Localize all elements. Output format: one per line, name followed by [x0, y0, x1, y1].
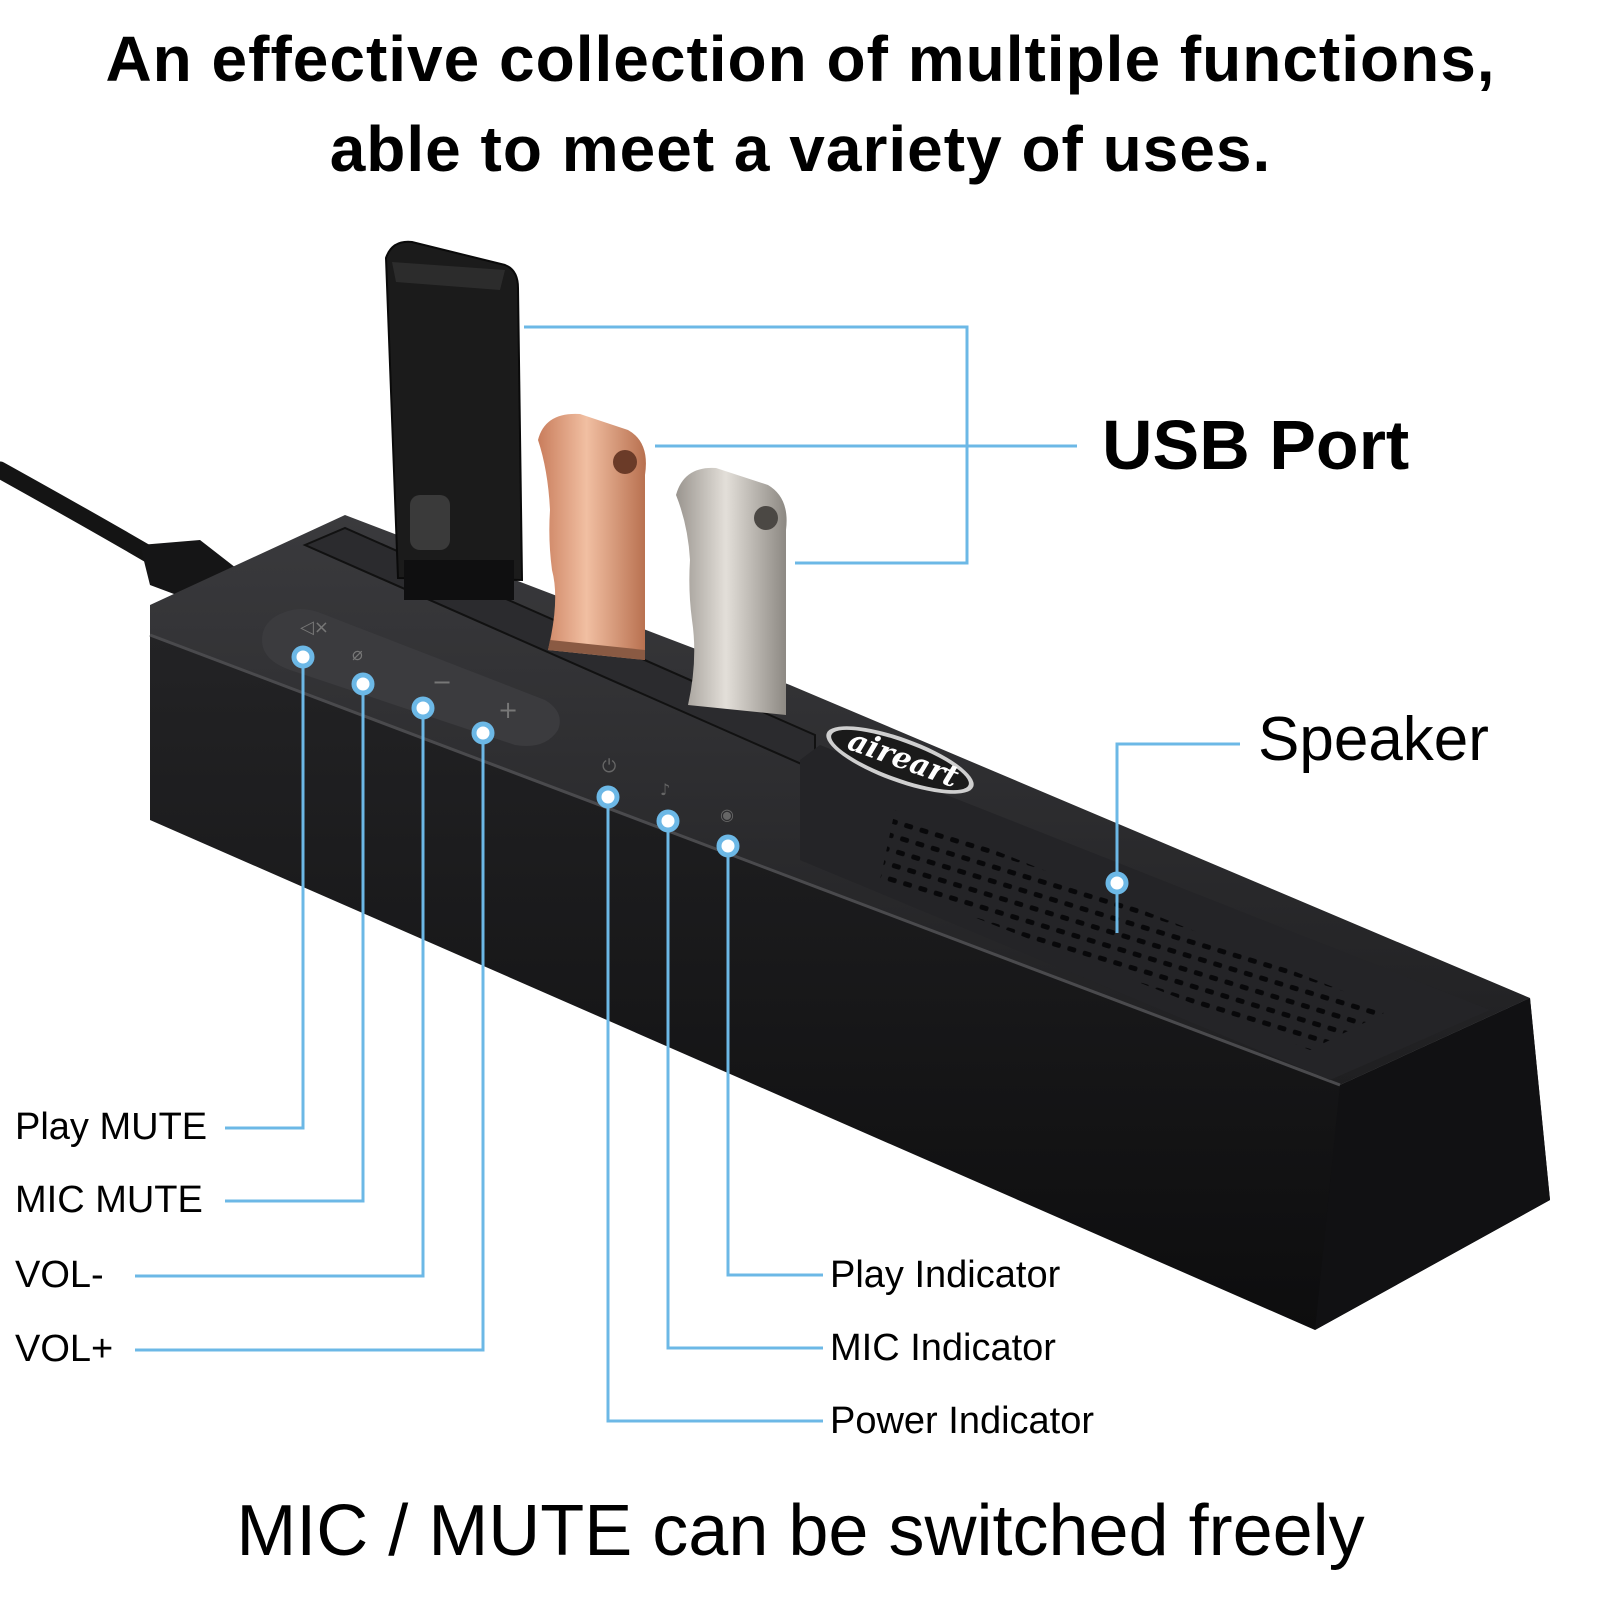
- vol-minus-dot: [411, 696, 435, 720]
- device-end-cap: [1315, 998, 1550, 1330]
- footer-caption: MIC / MUTE can be switched freely: [236, 1491, 1365, 1571]
- mic-indicator-leader: [666, 821, 823, 1350]
- mic-indicator-dot: [656, 809, 680, 833]
- vol-minus-leader: [135, 708, 425, 1278]
- play-icon: ◉: [720, 805, 734, 824]
- plus-icon: +: [498, 696, 518, 724]
- vol-plus-leader: [135, 733, 485, 1352]
- headline-line-1: An effective collection of multiple func…: [105, 23, 1496, 95]
- play-mute-label: Play MUTE: [15, 1106, 208, 1148]
- device-front: [150, 635, 1550, 1330]
- play-indicator-label: Play Indicator: [830, 1254, 1061, 1296]
- speaker-mute-icon: ◁×: [300, 617, 329, 638]
- headline-line-2: able to meet a variety of uses.: [329, 113, 1272, 185]
- mic-mute-icon: ⌀: [352, 644, 363, 665]
- vol-plus-dot: [471, 721, 495, 745]
- mic-mute-dot: [351, 672, 375, 696]
- speaker-leader: [1115, 742, 1240, 933]
- black-usb-drive: [384, 240, 524, 600]
- speaker-label: Speaker: [1258, 705, 1489, 774]
- power-indicator-leader: [606, 797, 823, 1423]
- mic-icon: ♪: [660, 780, 670, 799]
- button-pill: [262, 609, 560, 746]
- mic-mute-leader: [225, 684, 365, 1203]
- vol-plus-label: VOL+: [15, 1328, 114, 1370]
- minus-icon: −: [432, 668, 452, 696]
- play-indicator-leader: [726, 846, 823, 1277]
- speaker-dot: [1105, 871, 1129, 895]
- play-mute-leader: [225, 657, 305, 1130]
- mic-mute-label: MIC MUTE: [15, 1179, 203, 1221]
- rose-gold-usb-drive: [538, 413, 646, 660]
- speaker-grill: [880, 810, 1390, 1050]
- callout-leader-lines: [135, 325, 1240, 1423]
- silver-usb-drive: [676, 467, 787, 715]
- power-indicator-label: Power Indicator: [830, 1400, 1095, 1442]
- vol-minus-label: VOL-: [15, 1254, 104, 1296]
- usb-port-label: USB Port: [1102, 406, 1410, 484]
- power-indicator-dot: [596, 785, 620, 809]
- brand-badge: [826, 726, 974, 794]
- play-mute-dot: [291, 645, 315, 669]
- callout-dots: [291, 645, 1129, 895]
- mic-indicator-label: MIC Indicator: [830, 1327, 1056, 1369]
- play-indicator-dot: [716, 834, 740, 858]
- power-icon: ⏻: [602, 756, 616, 777]
